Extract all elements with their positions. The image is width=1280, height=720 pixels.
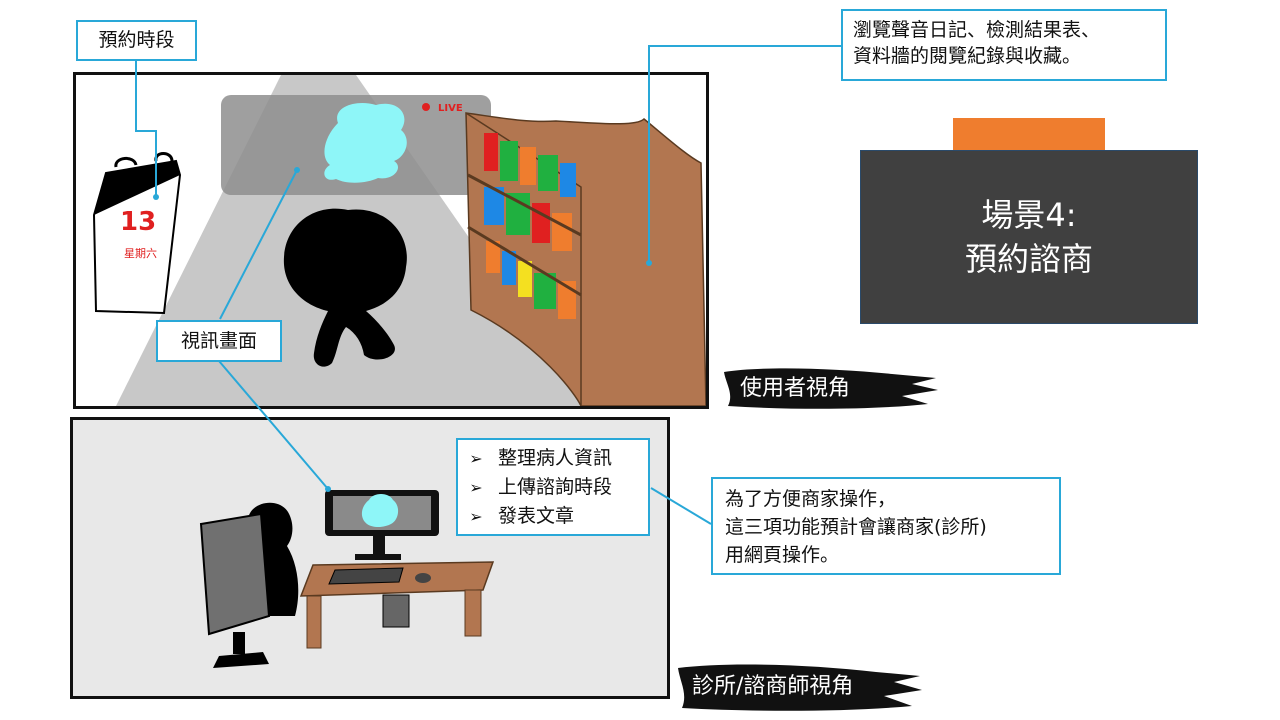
web-note-callout: 為了方便商家操作， 這三項功能預計會讓商家(診所) 用網頁操作。 [711,477,1061,575]
user-view-brush-icon [724,368,938,409]
feature-label: 發表文章 [498,505,575,527]
scene-title-line2: 預約諮商 [964,240,1093,278]
browse-note-line1: 瀏覽聲音日記、檢測結果表、 [853,19,1101,41]
calendar-weekday: 星期六 [124,247,157,260]
web-note-line3: 用網頁操作。 [725,544,840,566]
browse-note-callout: 瀏覽聲音日記、檢測結果表、 資料牆的閱覽紀錄與收藏。 [841,9,1167,81]
scene-title-tab [953,118,1105,150]
feature-item: ➢ 整理病人資訊 [468,444,648,473]
screen-avatar-icon [324,103,407,183]
clinic-view-brush-icon [678,664,922,711]
office-chair-icon [199,512,271,668]
bookshelf-icon [465,112,706,406]
feature-item: ➢ 上傳諮詢時段 [468,473,648,502]
clinic-view-label: 診所/諮商師視角 [692,674,854,699]
arrowhead-bullet-icon: ➢ [469,507,483,526]
scene-title-line1: 場景4: [981,196,1077,234]
video-screen-callout: 視訊畫面 [156,320,282,362]
scene-title-box: 場景4: 預約諮商 [860,150,1198,324]
monitor-icon [325,490,439,560]
user-view-illustration: LIVE [92,75,706,406]
feature-label: 整理病人資訊 [498,447,613,469]
web-note-line2: 這三項功能預計會讓商家(診所) [725,516,987,538]
browse-note-line2: 資料牆的閱覽紀錄與收藏。 [853,45,1082,67]
appointment-slot-label: 預約時段 [98,29,175,51]
features-callout: ➢ 整理病人資訊 ➢ 上傳諮詢時段 ➢ 發表文章 [456,438,650,536]
clinic-view-illustration [199,490,495,668]
user-view-label: 使用者視角 [740,376,851,401]
clinic-view-panel [70,417,670,699]
user-silhouette-icon [283,208,407,367]
live-badge: LIVE [438,103,463,114]
calendar-icon: 13 星期六 [92,152,182,315]
feature-item: ➢ 發表文章 [468,502,648,531]
live-dot-icon [422,103,430,111]
appointment-slot-callout: 預約時段 [76,20,197,61]
video-screen-label: 視訊畫面 [180,330,257,352]
keyboard-icon [328,567,431,585]
calendar-day: 13 [120,207,156,237]
feature-label: 上傳諮詢時段 [498,476,613,498]
web-note-line1: 為了方便商家操作， [725,488,897,510]
user-view-panel: LIVE [73,72,709,409]
arrowhead-bullet-icon: ➢ [469,478,483,497]
arrowhead-bullet-icon: ➢ [469,449,483,468]
feature-list: ➢ 整理病人資訊 ➢ 上傳諮詢時段 ➢ 發表文章 [468,444,648,531]
